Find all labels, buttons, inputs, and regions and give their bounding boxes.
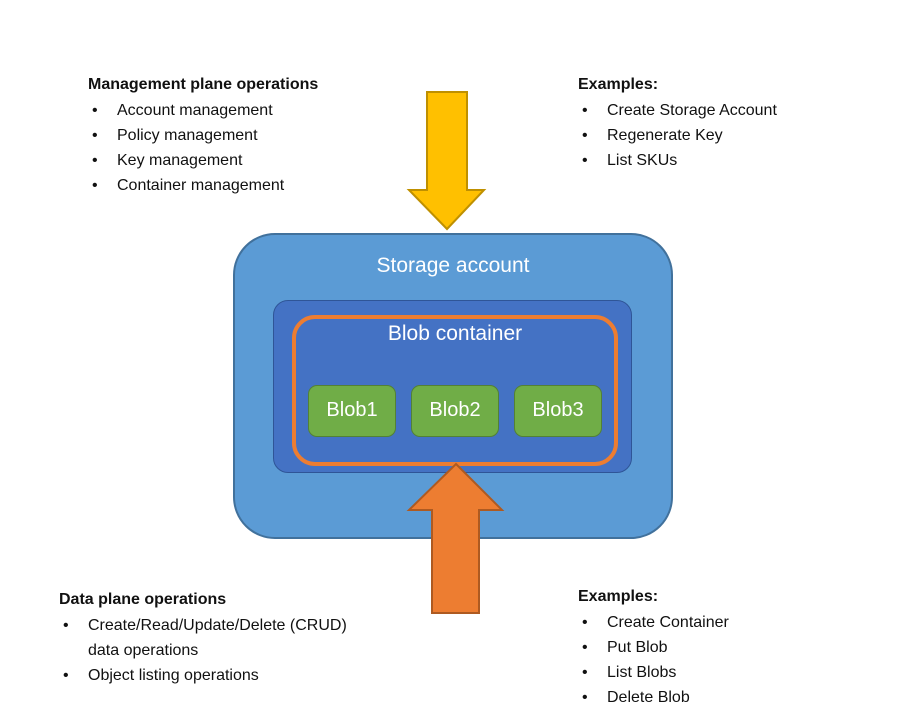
blob-container-label: Blob container [387, 322, 523, 345]
management-plane-title: Management plane operations [88, 76, 319, 93]
list-item-text: Create Container [607, 614, 729, 631]
list-item-text: Create Storage Account [607, 102, 777, 119]
list-item: • List SKUs [578, 148, 777, 173]
bullet: • [582, 614, 588, 631]
bullet: • [582, 664, 588, 681]
bullet: • [582, 689, 588, 706]
list-item-text: Object listing operations [88, 667, 259, 684]
bullet: • [92, 127, 98, 144]
management-examples-block: Examples: • Create Storage Account • Reg… [578, 72, 777, 173]
bullet: • [582, 102, 588, 119]
list-item: • List Blobs [578, 660, 729, 685]
bullet: • [63, 667, 69, 684]
list-item: • Put Blob [578, 635, 729, 660]
list-item-text: Policy management [117, 127, 258, 144]
management-plane-block: Management plane operations • Account ma… [88, 72, 318, 198]
list-item-text: Regenerate Key [607, 127, 723, 144]
bullet: • [92, 102, 98, 119]
data-examples-block: Examples: • Create Container • Put Blob … [578, 584, 729, 710]
bullet: • [582, 127, 588, 144]
bullet: • [582, 639, 588, 656]
list-item: • Policy management [88, 123, 318, 148]
list-item-text: Key management [117, 152, 243, 169]
list-item: • Regenerate Key [578, 123, 777, 148]
list-item-text: List SKUs [607, 152, 678, 169]
blob1-box: Blob1 [308, 385, 396, 437]
blob3-box: Blob3 [514, 385, 602, 437]
blob-row: Blob1 Blob2 Blob3 [292, 385, 618, 437]
management-examples-title: Examples: [578, 76, 659, 93]
list-item-text: Container management [117, 177, 285, 194]
bullet: • [92, 177, 98, 194]
list-item-text: Put Blob [607, 639, 668, 656]
list-item: • Create Storage Account [578, 98, 777, 123]
list-item: • Create Container [578, 610, 729, 635]
list-item-text: Delete Blob [607, 689, 690, 706]
down-arrow-icon [406, 91, 487, 231]
list-item: • Create/Read/Update/Delete (CRUD) [59, 613, 347, 638]
data-plane-block: Data plane operations • Create/Read/Upda… [59, 587, 347, 688]
storage-account-label: Storage account [376, 254, 530, 277]
bullet-spacer [63, 638, 88, 663]
data-examples-title: Examples: [578, 588, 659, 605]
list-item: • Object listing operations [59, 663, 347, 688]
list-item-text: Account management [117, 102, 273, 119]
bullet: • [582, 152, 588, 169]
list-item-text: List Blobs [607, 664, 677, 681]
list-item-text: data operations [88, 642, 199, 659]
list-item: • Account management [88, 98, 318, 123]
list-item-text: Create/Read/Update/Delete (CRUD) [88, 617, 347, 634]
bullet: • [92, 152, 98, 169]
blob2-box: Blob2 [411, 385, 499, 437]
list-item-continuation: data operations [59, 638, 347, 663]
list-item: • Container management [88, 173, 318, 198]
data-plane-title: Data plane operations [59, 591, 227, 608]
list-item: • Delete Blob [578, 685, 729, 710]
bullet: • [63, 617, 69, 634]
list-item: • Key management [88, 148, 318, 173]
up-arrow-icon [406, 462, 505, 614]
